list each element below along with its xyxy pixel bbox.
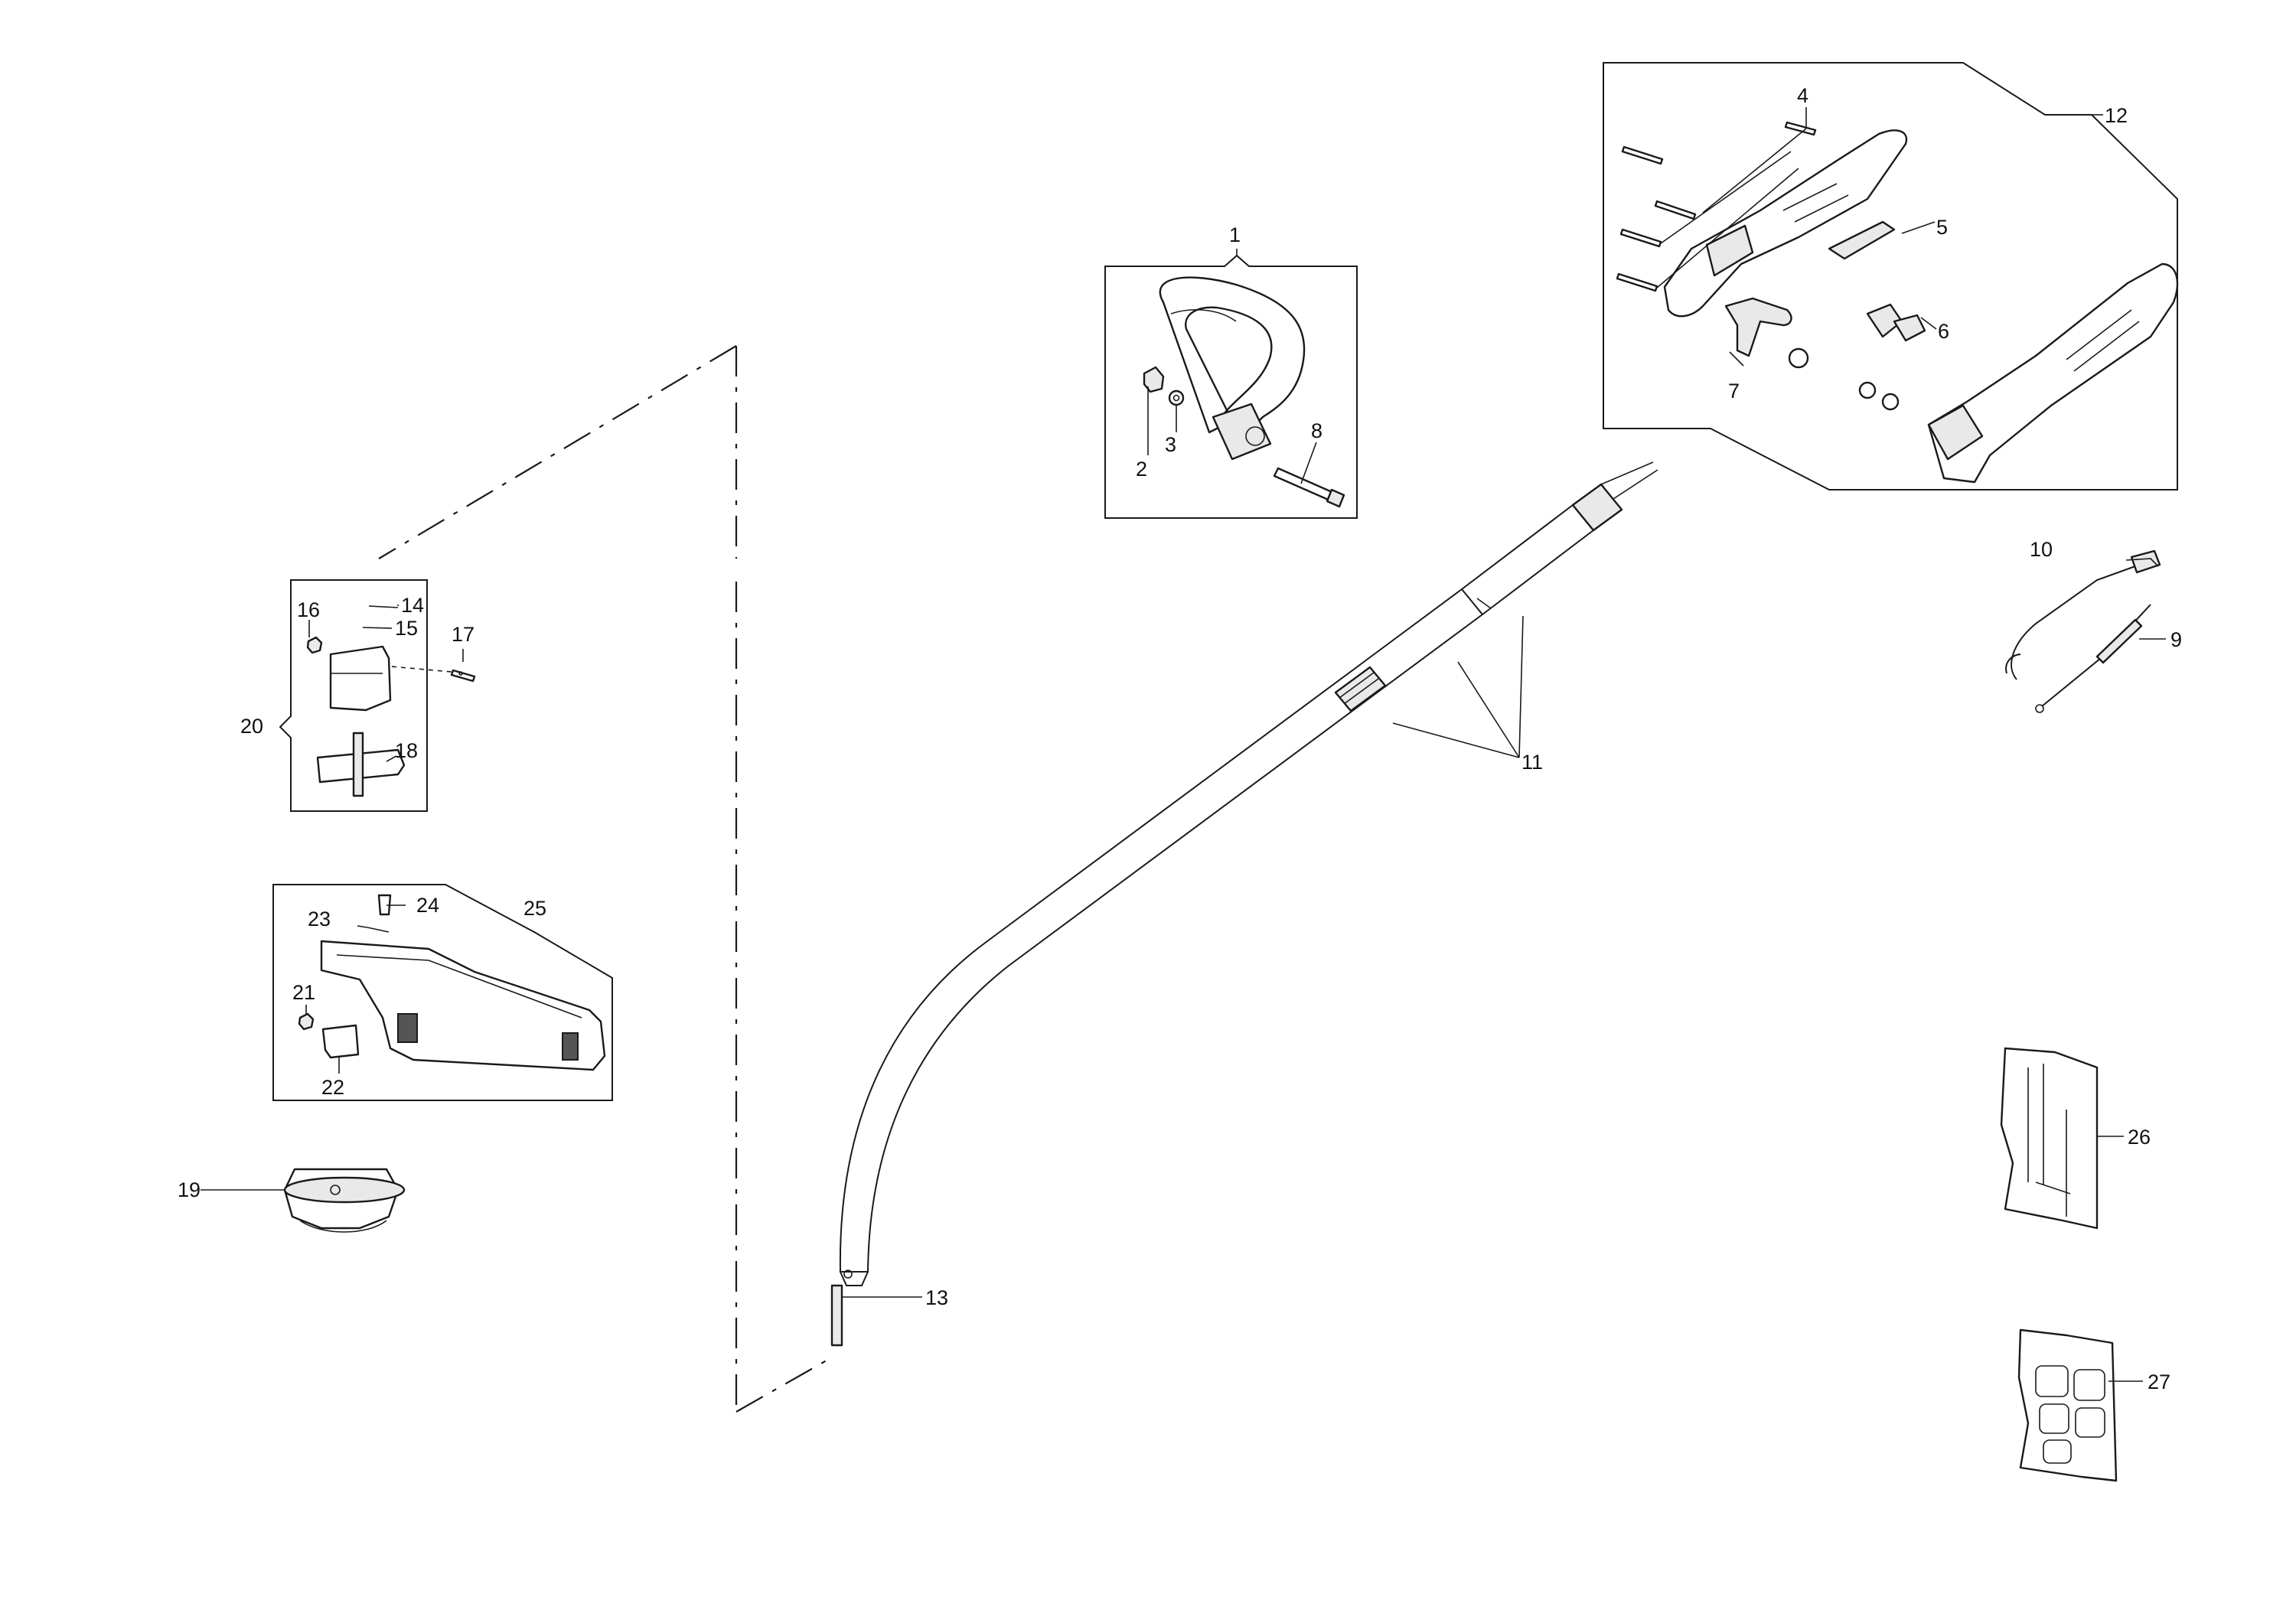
- housing-half-right: [1927, 262, 2179, 484]
- callout-2: 2: [1136, 458, 1147, 481]
- label-sheet-26: [2000, 1047, 2099, 1230]
- callout-19: 19: [178, 1178, 201, 1201]
- handle-bolt: [1273, 467, 1345, 508]
- callout-8: 8: [1311, 419, 1322, 442]
- shaft: [830, 461, 1658, 1347]
- lock-out-assembly: [1788, 303, 1926, 411]
- callout-4: 4: [1797, 84, 1808, 107]
- group-frame-switch-housing: [1603, 62, 2178, 490]
- guard-nut: [298, 1012, 315, 1031]
- housing-half-left: [1663, 129, 1908, 318]
- bracket-pins: [362, 605, 399, 629]
- callout-15: 15: [395, 617, 418, 640]
- bracket-block: [329, 645, 392, 712]
- label-sheet-27: [2017, 1328, 2118, 1482]
- callout-10: 10: [2030, 538, 2053, 561]
- trimmer-head: [283, 1168, 406, 1233]
- bracket-bolt: [382, 665, 476, 683]
- callout-24: 24: [416, 894, 439, 917]
- leader-lines: [201, 107, 2166, 1382]
- alignment-lines: [378, 345, 831, 1413]
- trigger: [1724, 297, 1792, 357]
- callout-17: 17: [452, 623, 475, 646]
- callout-20: 20: [240, 715, 263, 738]
- callout-21: 21: [292, 981, 315, 1004]
- callout-27: 27: [2148, 1370, 2170, 1393]
- callouts: 1 2 3 4 5 6 7 8 9 10 11 12 13 14 15 16 1…: [178, 84, 2182, 1393]
- callout-12: 12: [2105, 104, 2128, 127]
- callout-7: 7: [1728, 380, 1740, 402]
- callout-25: 25: [523, 897, 546, 920]
- wire-harness: [2005, 549, 2161, 680]
- cable: [2035, 604, 2151, 713]
- callout-9: 9: [2170, 628, 2182, 651]
- callout-23: 23: [308, 908, 331, 930]
- callout-3: 3: [1165, 433, 1176, 456]
- callout-18: 18: [395, 739, 418, 762]
- callout-14: 14: [401, 594, 424, 617]
- guard-pin: [367, 927, 390, 933]
- trigger-lever: [1828, 220, 1896, 260]
- callout-22: 22: [321, 1076, 344, 1099]
- callout-1: 1: [1229, 223, 1241, 246]
- callout-11: 11: [1521, 751, 1543, 774]
- callout-26: 26: [2128, 1126, 2151, 1149]
- callout-5: 5: [1936, 216, 1948, 239]
- guard-clip: [321, 1024, 360, 1059]
- callout-6: 6: [1938, 320, 1949, 343]
- guard-screw: [377, 894, 392, 916]
- housing-screws: [1616, 121, 1817, 292]
- callout-13: 13: [925, 1286, 948, 1309]
- bracket-nut: [306, 636, 323, 654]
- group-frame-guard: [272, 884, 613, 1101]
- handle-washer: [1168, 389, 1185, 406]
- group-frame-guard-bracket: [279, 579, 428, 812]
- callout-16: 16: [297, 598, 320, 621]
- bracket-plate: [316, 732, 406, 797]
- group-frame-handle: [1104, 254, 1358, 519]
- handle-nut: [1143, 366, 1165, 393]
- loop-handle: [1159, 276, 1306, 461]
- grass-guard: [320, 940, 606, 1071]
